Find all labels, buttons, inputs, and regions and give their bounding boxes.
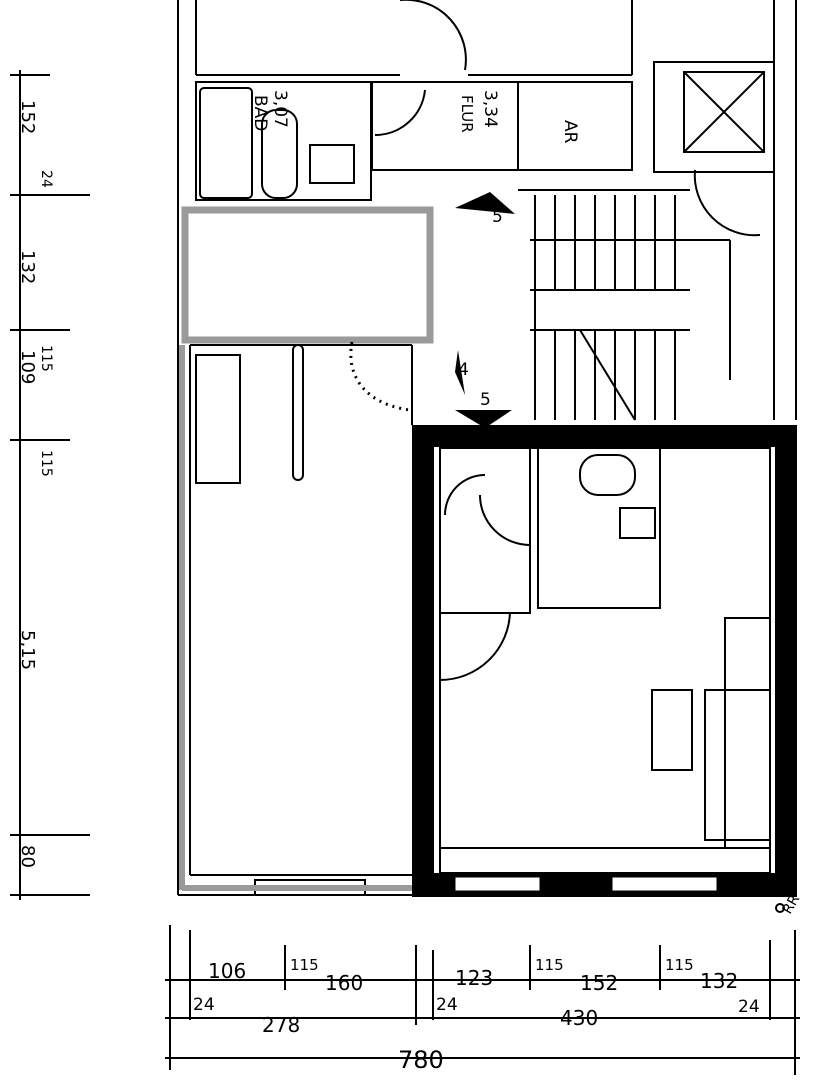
- svg-text:430: 430: [560, 1006, 598, 1030]
- svg-text:80: 80: [17, 845, 38, 868]
- svg-text:115: 115: [38, 450, 54, 477]
- svg-text:115: 115: [535, 956, 564, 974]
- grey-wall-room: [181, 206, 434, 344]
- svg-text:160: 160: [325, 971, 363, 995]
- svg-text:106: 106: [208, 959, 246, 983]
- room-hall-area: 3,34: [480, 90, 500, 128]
- room-storage-name: AR: [560, 120, 580, 144]
- svg-text:24: 24: [38, 170, 54, 188]
- room-bath-name: BAD: [250, 95, 270, 131]
- svg-text:5,15: 5,15: [17, 630, 38, 670]
- svg-text:132: 132: [17, 250, 38, 284]
- svg-text:115: 115: [38, 345, 54, 372]
- thick-walls: [412, 425, 797, 897]
- arrow-middle-label: 4: [458, 360, 469, 380]
- room-hall-name: FLUR: [458, 95, 476, 133]
- svg-text:278: 278: [262, 1013, 300, 1037]
- svg-text:115: 115: [290, 956, 319, 974]
- svg-text:24: 24: [738, 997, 760, 1017]
- svg-text:109: 109: [17, 350, 38, 384]
- arrow-lower: [455, 410, 512, 428]
- svg-text:780: 780: [398, 1046, 444, 1074]
- svg-text:123: 123: [455, 966, 493, 990]
- dimension-lines: [10, 70, 800, 1075]
- svg-text:152: 152: [17, 100, 38, 134]
- svg-text:152: 152: [580, 971, 618, 995]
- walls: [177, 0, 797, 896]
- svg-text:132: 132: [700, 969, 738, 993]
- left-dimensions: 152 24 132 115 109 115 5,15 80: [17, 100, 54, 868]
- stair-treads: [530, 195, 731, 421]
- arrow-middle: [455, 350, 465, 395]
- room-bath-area: 3,07: [270, 90, 290, 128]
- arrow-upper: [455, 192, 515, 214]
- bottom-dimensions: 106 115 160 123 115 152 115 132 24 278 2…: [193, 956, 760, 1074]
- svg-text:24: 24: [193, 995, 215, 1015]
- svg-text:115: 115: [665, 956, 694, 974]
- arrow-lower-label: 5: [480, 390, 491, 410]
- arrow-upper-label: 5: [492, 207, 503, 227]
- svg-text:24: 24: [436, 995, 458, 1015]
